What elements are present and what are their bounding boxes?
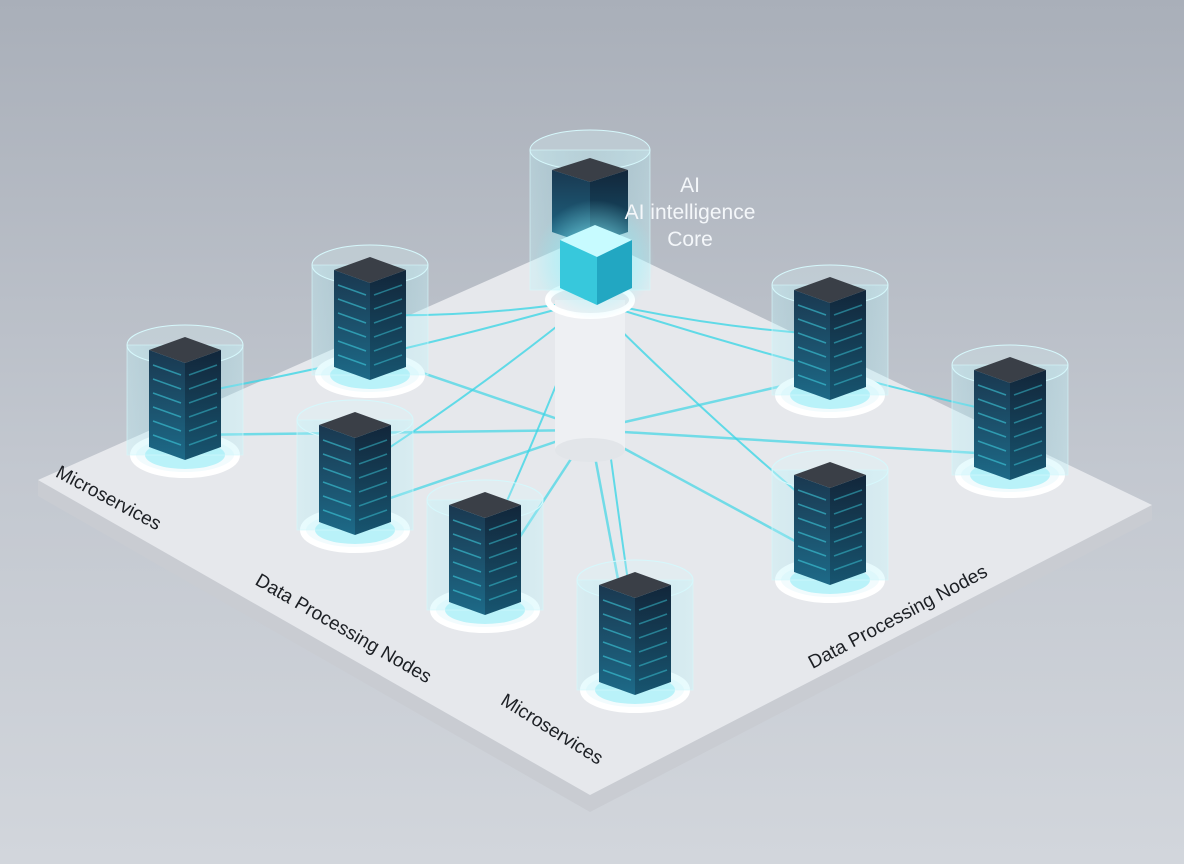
server-face bbox=[830, 290, 866, 400]
core-label-line2: AI intelligence bbox=[624, 201, 756, 224]
server-face bbox=[794, 290, 830, 400]
server-node bbox=[426, 479, 544, 633]
server-face bbox=[355, 425, 391, 535]
core-label-line3: Core bbox=[667, 228, 713, 251]
server-node bbox=[126, 324, 244, 478]
server-face bbox=[635, 585, 671, 695]
server-face bbox=[974, 370, 1010, 480]
server-node bbox=[951, 344, 1069, 498]
server-face bbox=[334, 270, 370, 380]
server-face bbox=[185, 350, 221, 460]
core-label: AI AI intelligence Core bbox=[600, 172, 780, 253]
server-node bbox=[296, 399, 414, 553]
server-node bbox=[771, 264, 889, 418]
server-node bbox=[311, 244, 429, 398]
server-face bbox=[370, 270, 406, 380]
server-face bbox=[599, 585, 635, 695]
center-pillar bbox=[555, 300, 625, 462]
server-face bbox=[830, 475, 866, 585]
connection-line bbox=[589, 428, 1011, 457]
ai-core bbox=[529, 129, 655, 320]
server-face bbox=[449, 505, 485, 615]
server-node bbox=[576, 559, 694, 713]
core-label-line1: AI bbox=[680, 174, 700, 197]
server-face bbox=[1010, 370, 1046, 480]
server-face bbox=[319, 425, 355, 535]
server-face bbox=[149, 350, 185, 460]
server-face bbox=[485, 505, 521, 615]
server-node bbox=[771, 449, 889, 603]
server-face bbox=[794, 475, 830, 585]
